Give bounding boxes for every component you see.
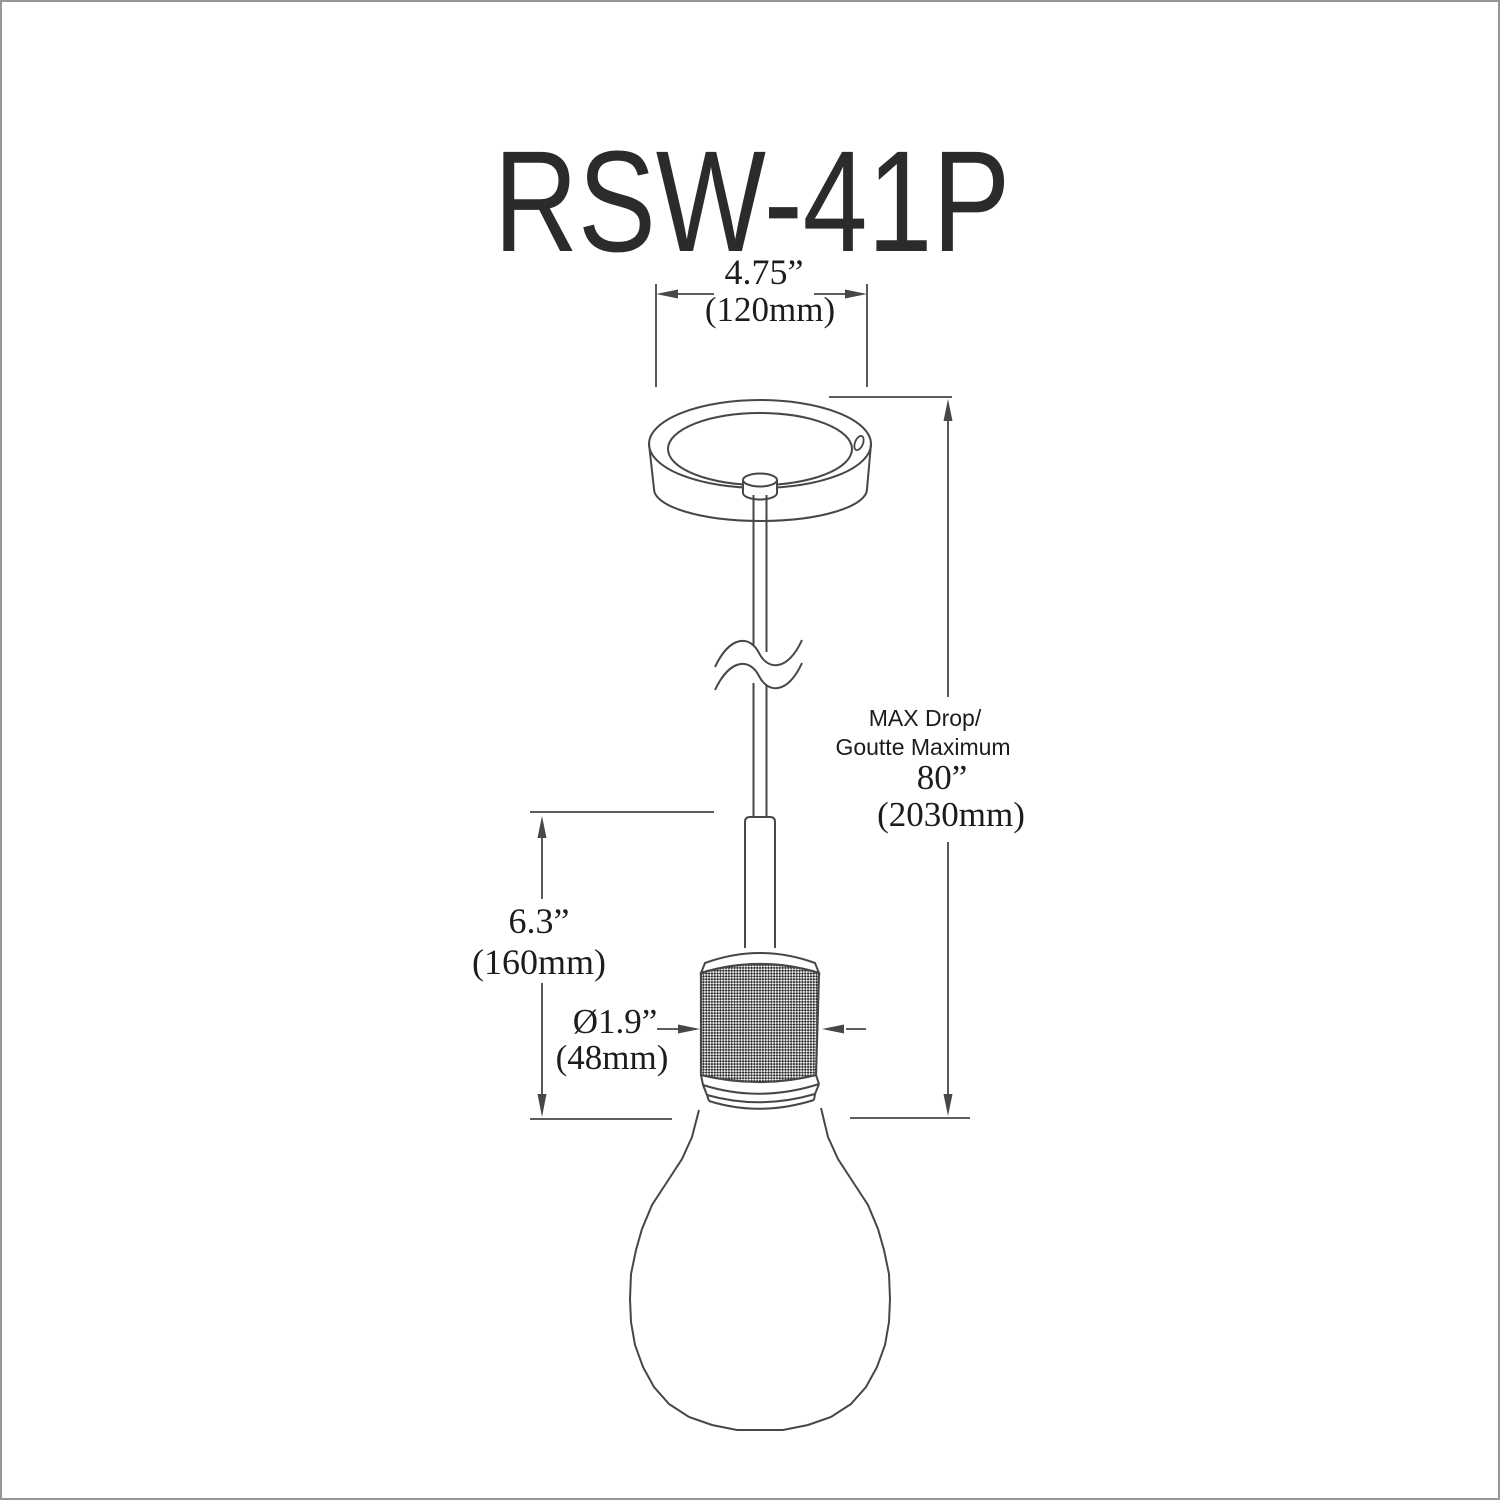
max-drop-label-line1: MAX Drop/ [868,705,982,731]
socket-knurl [699,962,821,1084]
bulb [628,1107,892,1431]
fixture-height-dimension [530,811,714,1120]
max-drop-metric-label: (2030mm) [877,795,1025,834]
cord-break-symbol [714,639,803,691]
screw-hole [853,434,865,452]
max-drop-dimension [829,396,970,1119]
socket-rings [700,1074,820,1110]
canopy [648,399,872,522]
canopy-width-metric-label: (120mm) [704,290,836,329]
cord [752,495,768,817]
max-drop-label-line2: Goutte Maximum [835,734,1011,760]
max-drop-inches-label: 80” [916,758,968,797]
canopy-width-dimension [655,284,868,387]
model-number-title: RSW-41P [493,121,1011,282]
socket-diameter-inches-label: Ø1.9” [572,1002,658,1041]
fixture-height-inches-label: 6.3” [508,901,570,941]
socket-diameter-metric-label: (48mm) [555,1038,669,1077]
socket-diameter-leaders [657,1024,866,1034]
stem-rod [744,816,776,948]
fixture-height-metric-label: (160mm) [472,942,606,982]
canopy-width-inches-label: 4.75” [724,252,804,292]
